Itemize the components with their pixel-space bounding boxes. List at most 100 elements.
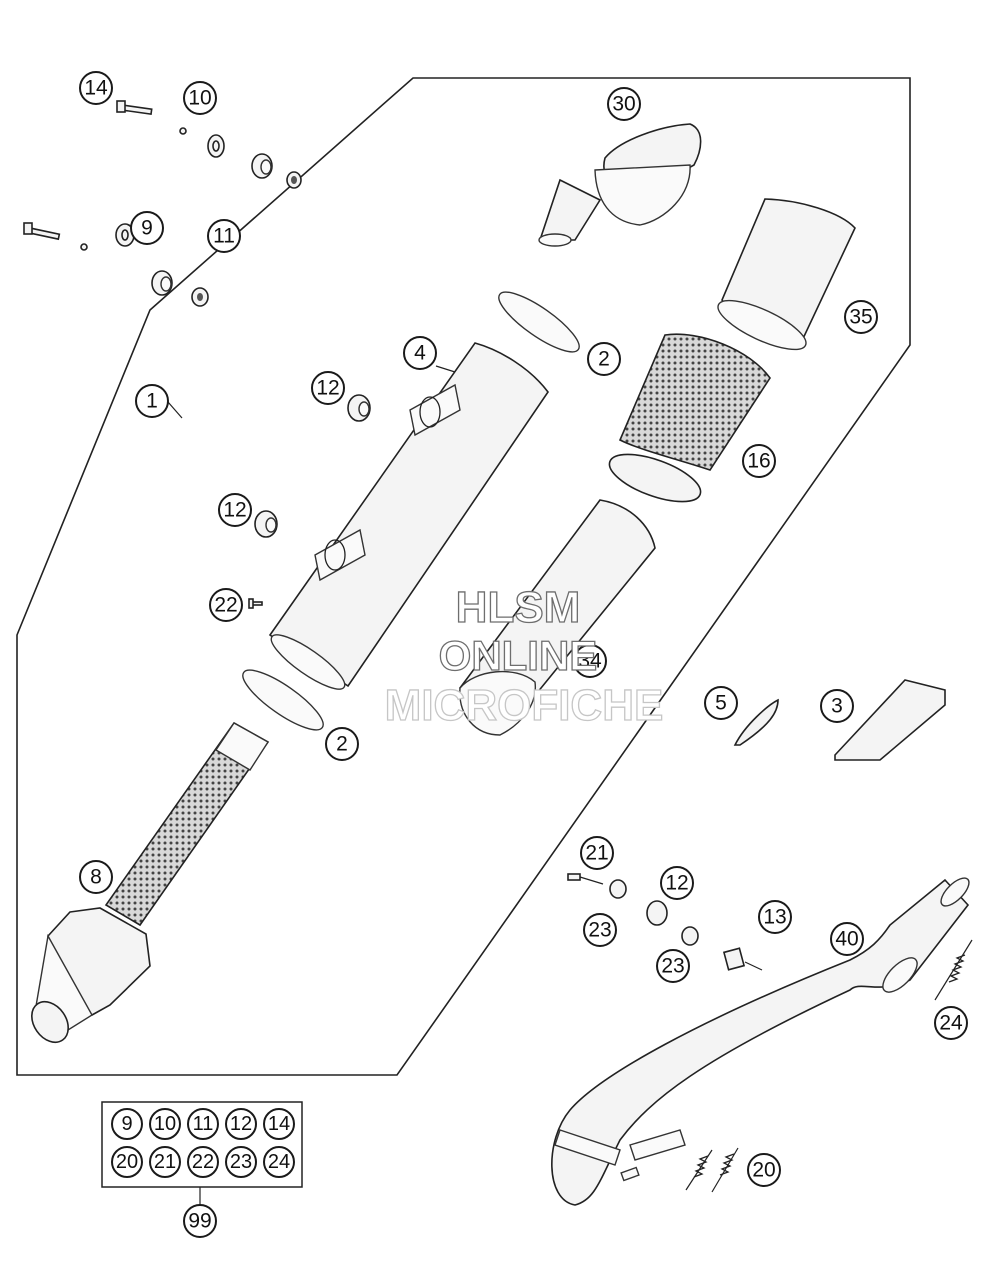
svg-text:9: 9 [141,217,153,240]
callout-12-c: 12 [660,866,694,900]
screw-22-icon [248,598,263,609]
svg-text:30: 30 [612,93,635,116]
callout-11: 11 [207,219,241,253]
svg-text:13: 13 [763,906,786,929]
svg-text:14: 14 [268,1113,290,1135]
rear-end-cap-icon [538,123,702,247]
callout-34: 34 [573,644,607,678]
svg-text:20: 20 [116,1151,138,1173]
svg-text:9: 9 [121,1113,132,1135]
callout-99: 99 [183,1204,217,1238]
svg-text:22: 22 [214,594,237,617]
svg-text:40: 40 [835,928,858,951]
callout-40: 40 [830,922,864,956]
watermark-line-1: HLSM [456,583,581,632]
callout-2-a: 2 [325,727,359,761]
svg-text:10: 10 [154,1113,176,1135]
svg-text:24: 24 [268,1151,290,1173]
watermark-line-3: MICROFICHE [385,681,664,730]
watermark-line-2: ONLINE [439,632,598,679]
leader-4 [435,365,456,373]
rubber-grommet-12c-icon [646,900,668,926]
svg-text:16: 16 [747,450,770,473]
spring-20a-icon [685,1149,713,1191]
silencer-housing-icon [268,342,549,690]
washer-23a-icon [609,879,627,899]
svg-text:3: 3 [831,695,843,718]
callout-20: 20 [747,1153,781,1187]
svg-text:35: 35 [849,306,872,329]
callout-21: 21 [580,836,614,870]
svg-text:21: 21 [585,842,608,865]
callout-8: 8 [79,860,113,894]
callout-22: 22 [209,588,243,622]
inner-tube-end-cap-icon [31,721,270,1044]
rubber-grommet-12b-icon [254,510,278,538]
svg-text:10: 10 [188,87,211,110]
callout-35: 35 [844,300,878,334]
spring-24-icon [934,939,973,1001]
svg-text:5: 5 [715,692,727,715]
kit-item-22: 22 [187,1146,219,1178]
callout-16: 16 [742,444,776,478]
callout-13: 13 [758,900,792,934]
callout-10: 10 [183,81,217,115]
callout-9: 9 [130,211,164,245]
washer-23b-icon [681,926,699,946]
svg-text:99: 99 [188,1210,211,1233]
silencer-assembly-boundary [16,77,911,1076]
svg-text:12: 12 [665,872,688,895]
svg-text:8: 8 [90,866,102,889]
clip-nut-13-icon [722,947,763,971]
leader-1 [167,401,183,419]
inner-sleeve-icon [458,499,656,736]
bolt-21-icon [567,873,604,885]
svg-text:4: 4 [414,342,426,365]
svg-text:22: 22 [192,1151,214,1173]
callout-12-b: 12 [218,493,252,527]
kit-item-10: 10 [149,1108,181,1140]
svg-text:23: 23 [661,955,684,978]
svg-text:12: 12 [230,1113,252,1135]
heat-shield-5-icon [733,698,779,746]
svg-text:23: 23 [230,1151,252,1173]
svg-text:11: 11 [213,225,235,248]
header-pipe-icon [551,877,970,1206]
callout-3: 3 [820,689,854,723]
callout-24: 24 [934,1006,968,1040]
callout-23-a: 23 [583,913,617,947]
kit-item-14: 14 [263,1108,295,1140]
washer-9-icon [80,223,135,251]
svg-text:1: 1 [146,390,158,413]
svg-text:21: 21 [154,1151,176,1173]
bolt-lower-icon [23,222,61,241]
svg-text:2: 2 [598,348,610,371]
callout-30: 30 [607,87,641,121]
svg-text:34: 34 [578,650,602,673]
callout-14: 14 [79,71,113,105]
kit-item-11: 11 [187,1108,219,1140]
svg-text:23: 23 [588,919,611,942]
callout-23-b: 23 [656,949,690,983]
kit-item-21: 21 [149,1146,181,1178]
rubber-grommet-lower-icon [151,270,173,296]
callout-12-a: 12 [311,371,345,405]
callout-4: 4 [403,336,437,370]
kit-item-9: 9 [111,1108,143,1140]
nut-11-icon [191,287,209,307]
svg-text:12: 12 [223,499,246,522]
nut-top-icon [286,171,302,189]
gasket-upper-icon [498,291,580,353]
callout-2-b: 2 [587,342,621,376]
svg-text:20: 20 [752,1159,775,1182]
perforated-core-icon [608,333,771,503]
washer-10-icon [179,127,225,158]
svg-text:11: 11 [193,1113,214,1135]
kit-item-20: 20 [111,1146,143,1178]
spring-20b-icon [711,1147,739,1193]
svg-text:12: 12 [316,377,339,400]
kit-item-12: 12 [225,1108,257,1140]
svg-text:14: 14 [84,77,108,100]
kit-item-24: 24 [263,1146,295,1178]
